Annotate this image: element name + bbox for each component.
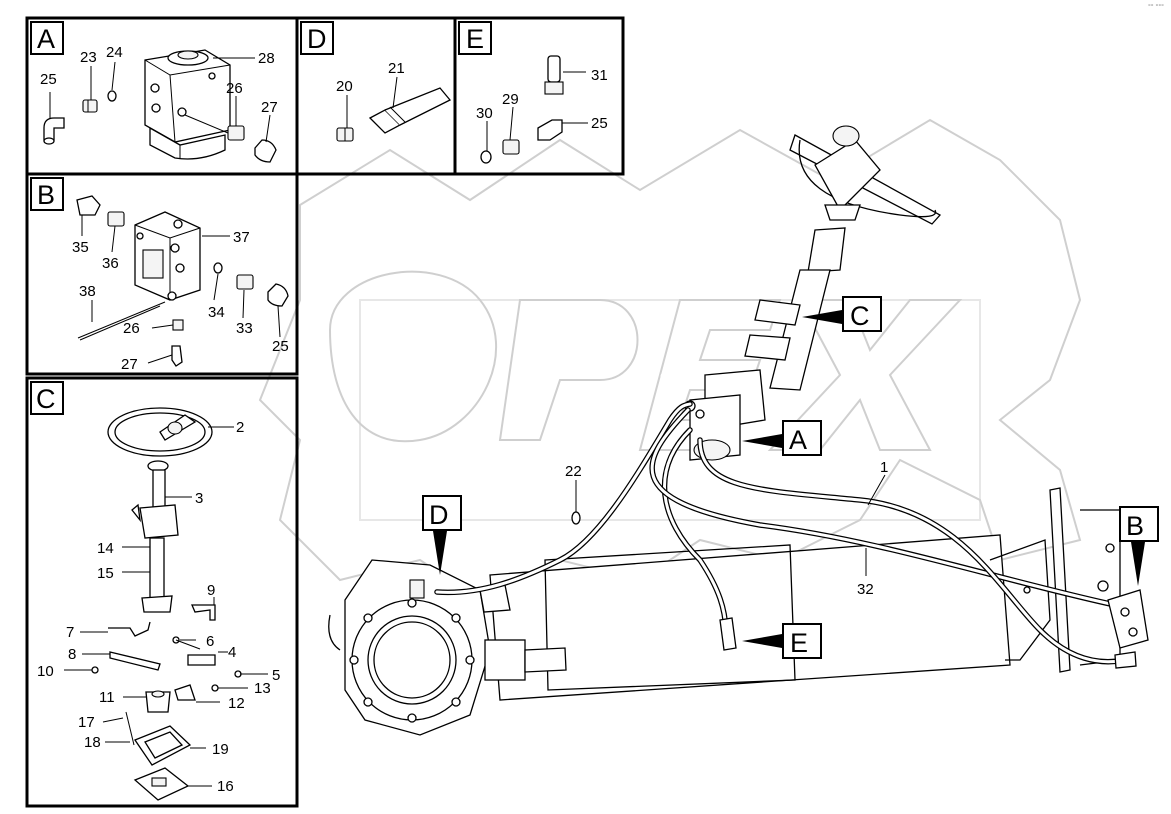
part-number-28: 28 bbox=[258, 50, 275, 67]
part-number-19: 19 bbox=[212, 741, 229, 758]
callout-a: A bbox=[789, 425, 807, 455]
callout-e: E bbox=[790, 628, 808, 658]
part-number-15: 15 bbox=[97, 565, 114, 582]
part-number-22: 22 bbox=[565, 463, 582, 480]
part-number-14: 14 bbox=[97, 540, 114, 557]
part-number-16: 16 bbox=[217, 778, 234, 795]
part-number-27-a: 27 bbox=[261, 99, 278, 116]
detail-label-a: A bbox=[37, 24, 55, 54]
part-number-4: 4 bbox=[228, 644, 236, 661]
part-number-5: 5 bbox=[272, 667, 280, 684]
main-assembly-drawing: 22 1 32 bbox=[328, 125, 1149, 736]
part-number-12: 12 bbox=[228, 695, 245, 712]
arrow-c bbox=[802, 310, 842, 324]
corner-mark: °° °°° bbox=[1148, 3, 1164, 11]
detail-c-drawing: 2 3 14 15 9 7 6 8 4 10 5 13 11 12 17 18 … bbox=[37, 407, 280, 801]
part-number-20: 20 bbox=[336, 78, 353, 95]
detail-frames bbox=[25, 16, 625, 808]
part-number-38: 38 bbox=[79, 283, 96, 300]
watermark-text: OPEX bbox=[660, 372, 688, 383]
part-number-31: 31 bbox=[591, 67, 608, 84]
part-number-2: 2 bbox=[236, 419, 244, 436]
part-number-25-a: 25 bbox=[40, 71, 57, 88]
part-number-24: 24 bbox=[106, 44, 123, 61]
part-number-30: 30 bbox=[476, 105, 493, 122]
part-number-9: 9 bbox=[207, 582, 215, 599]
part-number-34: 34 bbox=[208, 304, 225, 321]
part-number-27-b: 27 bbox=[121, 356, 138, 373]
part-number-21: 21 bbox=[388, 60, 405, 77]
callout-c: C bbox=[850, 301, 870, 331]
detail-label-boxes: A D E B C bbox=[30, 21, 492, 415]
part-number-25-b: 25 bbox=[272, 338, 289, 355]
frame-b bbox=[25, 172, 299, 376]
arrow-b bbox=[1131, 542, 1145, 586]
detail-a-drawing: 25 23 24 28 26 27 bbox=[40, 44, 278, 163]
part-number-36: 36 bbox=[102, 255, 119, 272]
part-number-35: 35 bbox=[72, 239, 89, 256]
arrow-d bbox=[433, 531, 447, 575]
part-number-18: 18 bbox=[84, 734, 101, 751]
frame-c bbox=[25, 376, 299, 808]
main-callouts: C A D E B bbox=[422, 296, 1159, 659]
arrow-a bbox=[742, 434, 782, 448]
part-number-10: 10 bbox=[37, 663, 54, 680]
detail-label-e: E bbox=[466, 24, 484, 54]
part-number-26-a: 26 bbox=[226, 80, 243, 97]
detail-e-drawing: 31 25 29 30 bbox=[476, 55, 608, 164]
part-number-3: 3 bbox=[195, 490, 203, 507]
part-number-37: 37 bbox=[233, 229, 250, 246]
detail-label-c: C bbox=[36, 384, 56, 414]
frame-e bbox=[453, 16, 625, 176]
part-number-29: 29 bbox=[502, 91, 519, 108]
part-number-26-b: 26 bbox=[123, 320, 140, 337]
part-number-11: 11 bbox=[99, 689, 115, 706]
detail-label-d: D bbox=[307, 24, 327, 54]
part-number-33: 33 bbox=[236, 320, 253, 337]
arrow-e bbox=[742, 634, 782, 648]
part-number-6: 6 bbox=[206, 633, 214, 650]
part-number-1: 1 bbox=[880, 459, 888, 476]
part-number-25-e: 25 bbox=[591, 115, 608, 132]
part-number-23: 23 bbox=[80, 49, 97, 66]
detail-label-b: B bbox=[37, 180, 55, 210]
part-number-7: 7 bbox=[66, 624, 74, 641]
part-number-17: 17 bbox=[78, 714, 95, 731]
callout-b: B bbox=[1126, 511, 1144, 541]
detail-d-drawing: 20 21 bbox=[336, 60, 452, 142]
part-number-8: 8 bbox=[68, 646, 76, 663]
callout-d: D bbox=[429, 500, 449, 530]
part-number-32: 32 bbox=[857, 581, 874, 598]
opex-watermark: OPEX bbox=[258, 118, 1082, 602]
detail-b-drawing: 35 36 37 38 34 33 25 26 27 bbox=[72, 195, 289, 373]
part-number-13: 13 bbox=[254, 680, 271, 697]
